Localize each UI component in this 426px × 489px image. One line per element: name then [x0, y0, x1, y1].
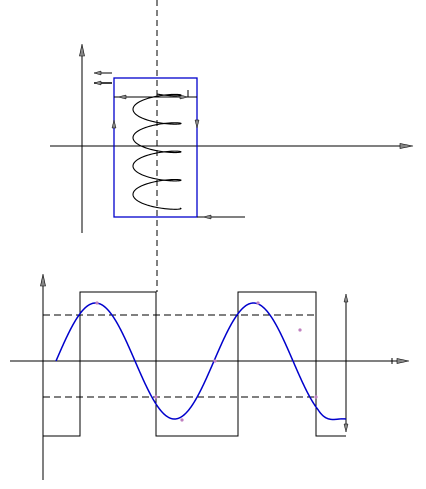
loop-left-arrow-icon	[111, 119, 117, 129]
dimension-bottom-arrow-icon	[343, 423, 349, 433]
upper-plot	[50, 43, 414, 233]
sine-wave	[55, 302, 347, 421]
sine-marker-2	[180, 418, 184, 422]
sine-wave-markers	[95, 301, 318, 422]
lower-y-axis-arrow-icon	[40, 273, 46, 287]
lower-x-axis-arrow-icon	[396, 358, 410, 364]
sine-marker-5	[298, 328, 302, 332]
sine-marker-4	[256, 301, 260, 305]
hysteresis-loop	[113, 77, 198, 218]
sine-marker-6	[314, 395, 318, 399]
upper-x-axis-arrow-icon	[399, 143, 414, 149]
square-wave	[43, 291, 346, 437]
sine-marker-0	[95, 301, 99, 305]
lower-plot	[10, 273, 410, 480]
sine-marker-3	[213, 359, 217, 363]
loop-right-arrow-icon	[194, 119, 200, 129]
loop-bottom-lead-arrow-icon	[202, 214, 212, 220]
upper-level-mark-top-arrow-icon	[93, 70, 102, 76]
coil-spiral	[132, 93, 182, 210]
upper-level-mark-bottom-arrow-icon	[93, 80, 102, 86]
sine-marker-1	[154, 395, 158, 399]
loop-top-right-arrow-icon	[179, 94, 189, 100]
upper-y-axis-arrow-icon	[79, 43, 85, 57]
loop-top-lead-arrow-icon	[117, 94, 127, 100]
dimension-top-arrow-icon	[343, 293, 349, 303]
